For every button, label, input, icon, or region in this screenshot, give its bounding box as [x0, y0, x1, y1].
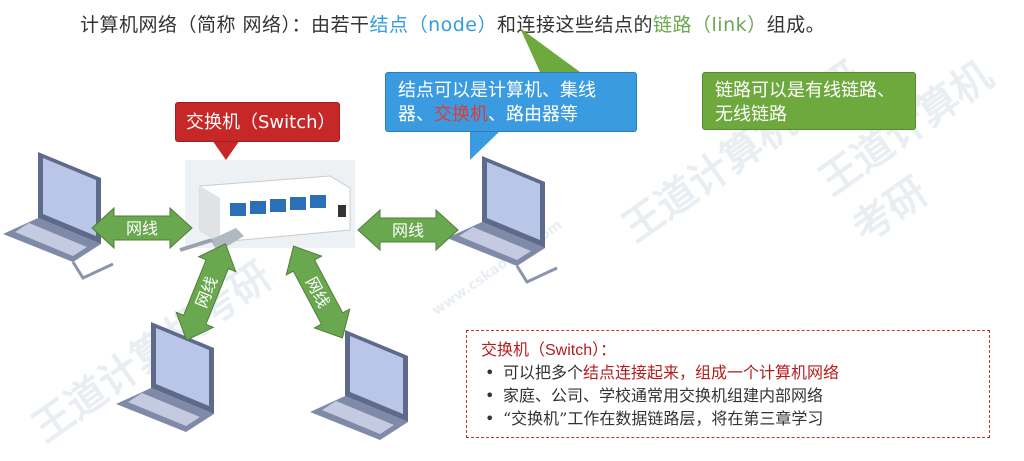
node-callout-switch-word: 交换机 — [434, 104, 488, 125]
node-callout-part2: 、路由器等 — [488, 104, 578, 125]
laptop-icon-right — [447, 156, 558, 284]
link-arrow-right: 网线 — [357, 208, 459, 252]
link-label-right: 网线 — [392, 222, 424, 240]
info-item-1-a: 可以把多个 — [503, 363, 584, 382]
page-title: 计算机网络（简称 网络）：由若干结点（node）和连接这些结点的链路（link）… — [80, 10, 825, 37]
info-item-1-b: 结点连接起来，组成一个计算机网络 — [583, 363, 840, 382]
node-callout-tail — [470, 131, 500, 160]
title-link-en: （link） — [692, 14, 767, 36]
link-arrow-left: 网线 — [91, 206, 193, 250]
info-list: 可以把多个结点连接起来，组成一个计算机网络 家庭、公司、学校通常用交换机组建内部… — [481, 361, 975, 430]
title-link-term: 链路 — [653, 14, 693, 36]
switch-info-box: 交换机（Switch）： 可以把多个结点连接起来，组成一个计算机网络 家庭、公司… — [466, 330, 990, 438]
link-callout: 链路可以是有线链路、无线链路 — [702, 72, 916, 130]
info-item-2: 家庭、公司、学校通常用交换机组建内部网络 — [485, 384, 975, 407]
link-arrow-bottom-right: 网线 — [285, 245, 351, 339]
switch-callout: 交换机（Switch） — [175, 102, 340, 142]
switch-icon — [179, 160, 355, 252]
node-callout: 结点可以是计算机、集线器、交换机、路由器等 — [385, 72, 637, 132]
info-box-title: 交换机（Switch）： — [481, 342, 617, 359]
laptop-icon-bottom-left — [116, 322, 214, 432]
info-item-1: 可以把多个结点连接起来，组成一个计算机网络 — [485, 361, 975, 384]
title-node-term: 结点 — [369, 14, 409, 36]
node-callout-part1: 结点可以是计算机、集线器、 — [398, 80, 596, 125]
title-middle: 和连接这些结点的 — [496, 14, 653, 36]
link-arrow-bottom-left: 网线 — [175, 243, 237, 341]
title-suffix: 组成。 — [766, 14, 826, 36]
switch-callout-tail — [212, 140, 240, 160]
laptop-icon-left — [3, 152, 114, 280]
info-item-3: “交换机”工作在数据链路层，将在第三章学习 — [485, 407, 975, 430]
link-callout-tail — [520, 28, 580, 72]
title-node-en: （node） — [408, 14, 497, 36]
title-prefix: 计算机网络（简称 网络）：由若干 — [80, 14, 370, 36]
link-label-left: 网线 — [126, 220, 158, 238]
laptop-icon-bottom-right — [310, 330, 408, 440]
